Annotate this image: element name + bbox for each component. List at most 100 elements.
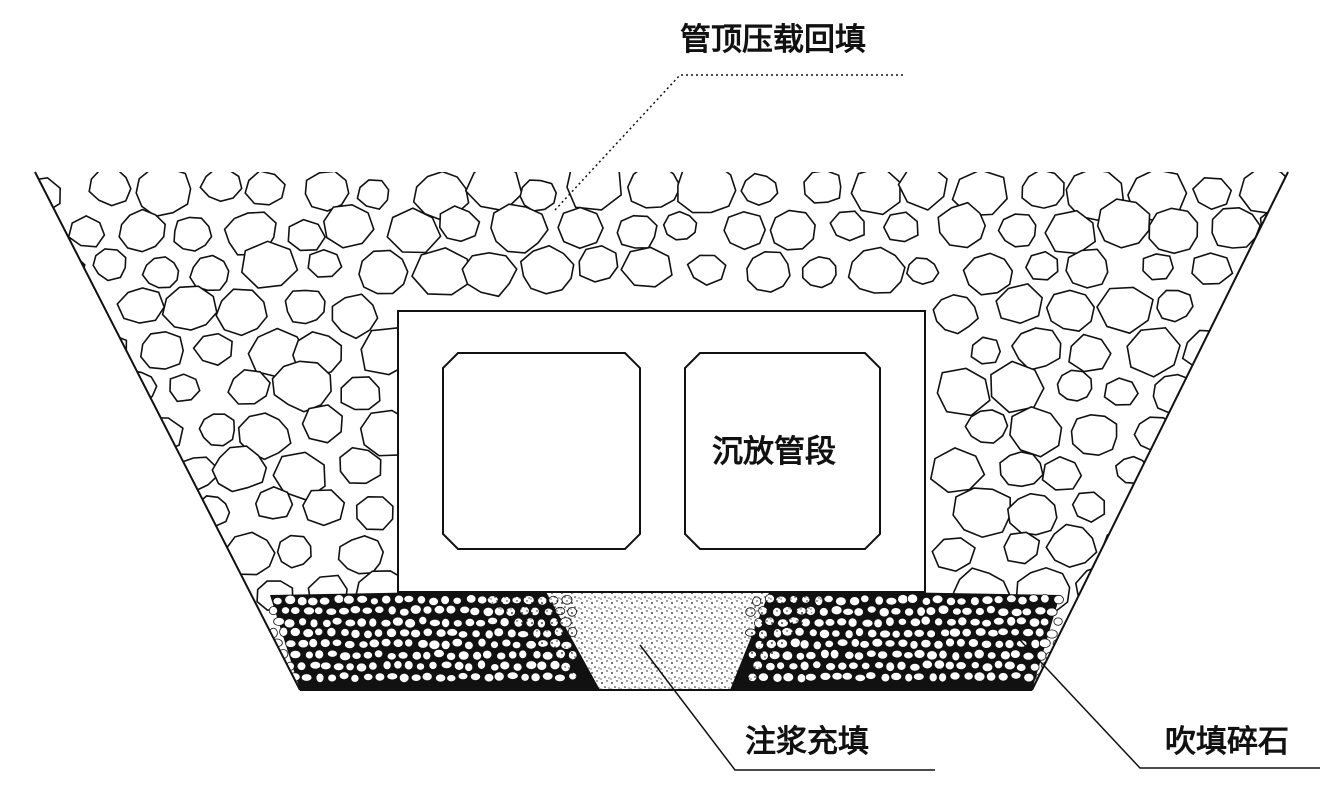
gravel-pebble — [948, 627, 961, 638]
gravel-pebble — [380, 619, 392, 628]
rubble-stone — [1114, 455, 1149, 485]
gravel-pebble — [1054, 660, 1065, 671]
rubble-stone — [1231, 329, 1288, 377]
gravel-pebble — [772, 672, 783, 683]
rubble-stone — [578, 244, 619, 283]
rubble-stone — [519, 179, 558, 212]
rubble-stone — [71, 402, 131, 450]
gravel-pebble — [831, 629, 841, 638]
gravel-pebble — [344, 640, 356, 650]
rubble-stone — [1096, 286, 1154, 335]
gravel-pebble — [318, 596, 331, 606]
label-tube-segment: 沉放管段 — [712, 434, 836, 470]
gravel-pebble — [452, 596, 462, 605]
gravel-pebble — [849, 596, 861, 607]
gravel-pebble — [897, 594, 909, 605]
rubble-stone — [1103, 377, 1139, 406]
rubble-stone — [116, 287, 166, 324]
gravel-pebble — [307, 596, 319, 607]
gravel-pebble — [279, 626, 289, 637]
gravel-pebble — [920, 615, 931, 626]
gravel-pebble — [380, 637, 392, 648]
gravel-pebble — [446, 674, 457, 683]
rubble-stone — [1068, 333, 1112, 373]
gravel-pebble — [993, 595, 1004, 605]
gravel-pebble — [812, 660, 822, 670]
gravel-pebble — [338, 671, 350, 680]
rubble-stone — [1243, 490, 1288, 537]
gravel-pebble — [854, 673, 866, 683]
gravel-pebble — [951, 651, 961, 662]
rubble-stone — [271, 360, 332, 413]
gravel-pebble — [799, 660, 810, 671]
rubble-stone — [135, 560, 189, 613]
rubble-stone — [211, 445, 268, 493]
gravel-pebble — [1030, 638, 1041, 650]
gravel-pebble — [1010, 649, 1021, 659]
gravel-pebble — [457, 650, 470, 661]
gravel-pebble — [808, 628, 818, 638]
gravel-pebble — [530, 672, 541, 683]
gravel-pebble — [417, 639, 429, 649]
rubble-stone — [997, 213, 1037, 248]
rubble-stone — [340, 376, 381, 411]
gravel-pebble — [956, 597, 967, 606]
gravel-pebble — [946, 618, 957, 627]
gravel-pebble — [356, 594, 369, 604]
rubble-stone — [1232, 407, 1288, 456]
rubble-stone — [723, 210, 767, 251]
gravel-pebble — [824, 618, 836, 627]
rubble-stone — [55, 526, 101, 570]
rubble-stone — [850, 172, 901, 216]
gravel-pebble — [884, 639, 896, 648]
gravel-pebble — [518, 649, 528, 660]
gravel-pebble — [997, 607, 1010, 617]
gravel-pebble — [304, 650, 314, 660]
rubble-stone — [1045, 289, 1096, 332]
rubble-stone — [1003, 531, 1041, 565]
rubble-stone — [1244, 573, 1287, 611]
gravel-pebble — [824, 639, 834, 649]
gravel-pebble — [297, 639, 310, 649]
rubble-stone — [302, 489, 346, 527]
gravel-pebble — [440, 639, 451, 651]
rubble-stone — [1142, 253, 1175, 281]
gravel-pebble — [428, 596, 439, 607]
rubble-stone — [952, 487, 1012, 539]
gravel-pebble — [973, 671, 986, 682]
gravel-pebble — [511, 640, 522, 650]
gravel-pebble — [1010, 607, 1023, 618]
gravel-pebble — [913, 628, 925, 638]
gravel-pebble — [296, 661, 307, 671]
gravel-pebble — [1028, 617, 1041, 628]
gravel-pebble — [453, 661, 465, 671]
rubble-stone — [138, 499, 173, 531]
rubble-stone — [35, 332, 63, 369]
gravel-pebble — [422, 627, 433, 637]
gravel-pebble — [938, 649, 948, 660]
gravel-pebble — [327, 673, 337, 683]
gravel-pebble — [897, 638, 909, 648]
rubble-stone — [1222, 538, 1258, 570]
gravel-pebble — [890, 607, 902, 616]
rubble-stone — [1191, 176, 1233, 211]
gravel-pebble — [861, 661, 871, 671]
rubble-stone — [1179, 575, 1228, 616]
gravel-pebble — [333, 662, 345, 672]
gravel-pebble — [920, 638, 932, 649]
gravel-pebble — [272, 660, 283, 671]
gravel-pebble — [1053, 617, 1063, 626]
gravel-pebble — [472, 650, 483, 661]
gravel-pebble — [835, 596, 847, 607]
rubble-stone — [882, 211, 919, 243]
rubble-stone — [331, 293, 379, 340]
gravel-pebble — [268, 606, 278, 616]
gravel-pebble — [865, 649, 877, 658]
gravel-pebble — [314, 606, 324, 615]
gravel-pebble — [1022, 651, 1035, 661]
gravel-pebble — [476, 659, 486, 670]
gravel-pebble — [903, 651, 914, 660]
rubble-stone — [905, 257, 940, 285]
gravel-pebble — [873, 618, 883, 629]
trench-outline — [34, 171, 1289, 691]
